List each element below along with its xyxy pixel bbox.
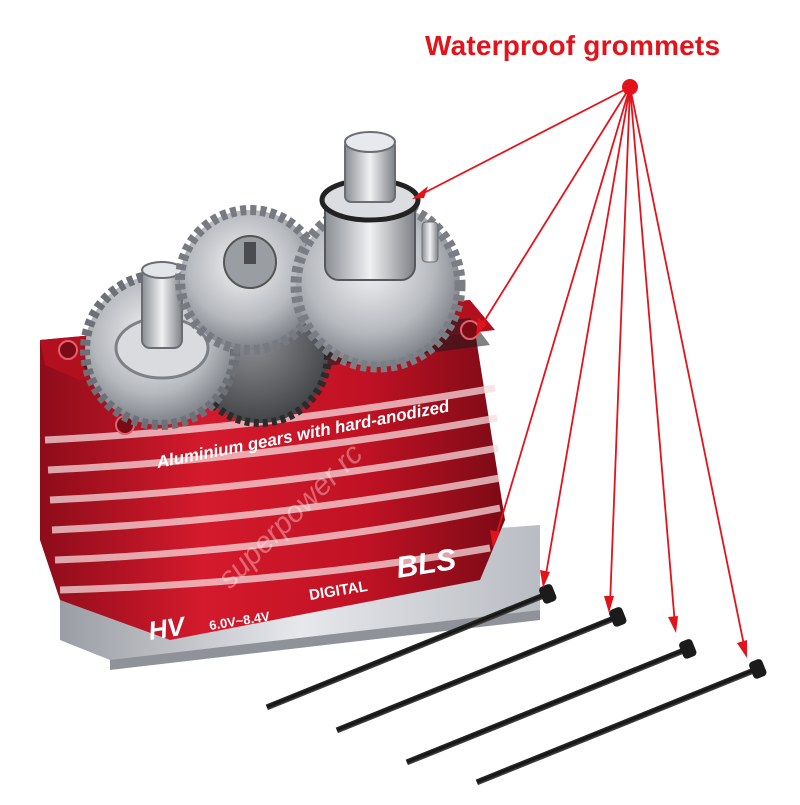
gear-train	[80, 131, 466, 430]
screws	[265, 584, 767, 786]
screw	[475, 659, 767, 786]
callout-label: Waterproof grommets	[425, 30, 721, 61]
callout-arrows	[412, 79, 747, 658]
cooling-fins	[44, 384, 501, 594]
screw	[335, 607, 627, 734]
screw	[405, 639, 697, 766]
screw	[265, 584, 557, 711]
series-label: HV	[146, 610, 189, 646]
pinion-gear	[141, 267, 183, 349]
